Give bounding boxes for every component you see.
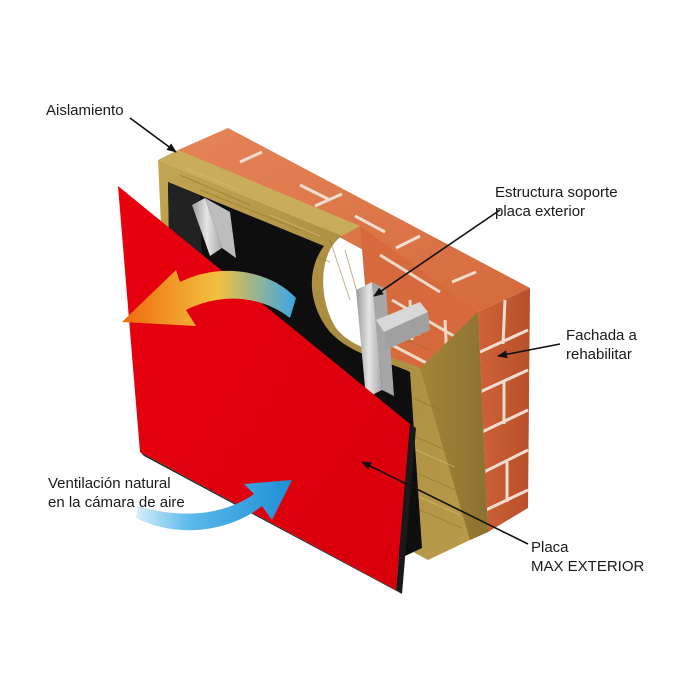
brick-mortar-side	[479, 299, 529, 512]
label-facade: Fachada a rehabilitar	[566, 326, 637, 364]
label-support-structure: Estructura soporte placa exterior	[495, 183, 618, 221]
label-panel-line1: Placa	[531, 539, 569, 556]
cool-air-inflow-arrow	[136, 480, 292, 531]
label-facade-line2: rehabilitar	[566, 346, 632, 363]
right-bracket-arm-lower	[384, 312, 430, 350]
label-ventilation: Ventilación natural en la cámara de aire	[48, 474, 185, 512]
label-facade-line1: Fachada a	[566, 327, 637, 344]
brick-mortar-top	[239, 150, 477, 284]
label-insulation-text: Aislamiento	[46, 102, 124, 119]
insulation-top-edge	[158, 150, 360, 236]
insulation-side-face	[420, 312, 488, 540]
panel-bottom-edge	[140, 452, 402, 594]
brick-top-face	[178, 128, 530, 312]
right-profile-flange	[372, 282, 394, 396]
left-bracket-plate	[192, 198, 222, 256]
label-ventilation-line1: Ventilación natural	[48, 475, 171, 492]
left-bracket-arm	[205, 198, 236, 258]
label-support-line1: Estructura soporte	[495, 184, 618, 201]
label-ventilation-line2: en la cámara de aire	[48, 494, 185, 511]
label-insulation: Aislamiento	[46, 101, 124, 120]
label-panel: Placa MAX EXTERIOR	[531, 538, 644, 576]
label-panel-line2: MAX EXTERIOR	[531, 558, 645, 575]
label-support-line2: placa exterior	[495, 203, 586, 220]
leader-support	[373, 209, 501, 297]
leader-facade	[497, 343, 561, 359]
right-vertical-profile	[356, 282, 382, 398]
support-structure	[192, 198, 430, 398]
warm-air-outflow-arrow	[122, 270, 296, 326]
right-bracket-arm	[376, 302, 428, 332]
leader-lines	[129, 117, 561, 545]
panel-edge	[396, 424, 416, 594]
leader-panel	[361, 461, 529, 545]
leader-insulation	[129, 117, 177, 153]
